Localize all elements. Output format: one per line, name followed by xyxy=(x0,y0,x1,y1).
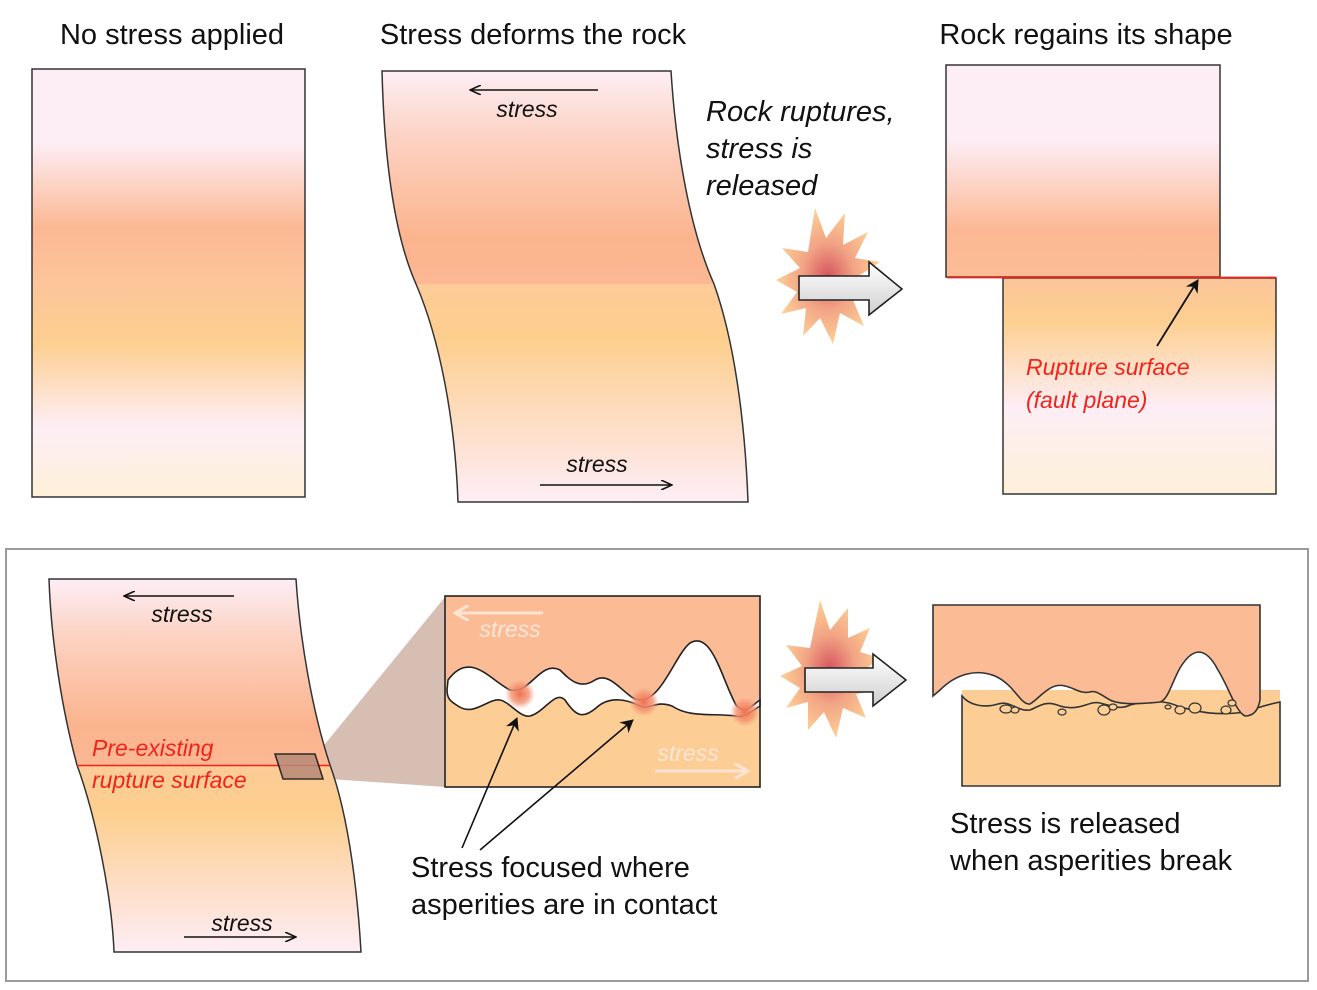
rupture-label-line-3: released xyxy=(706,170,818,202)
asperity-pointer-icon xyxy=(461,717,519,849)
stress-label-top: stress xyxy=(496,96,558,122)
rupture-label-line-2: stress is xyxy=(706,133,812,165)
offset-rock-upper xyxy=(945,64,1221,278)
contact-hotspot xyxy=(629,687,659,717)
step-deformed: Stress deforms the rock stress stress xyxy=(380,19,749,503)
step-regains-shape: Rock regains its shape Rupture surface (… xyxy=(939,19,1277,495)
offset-rock-lower xyxy=(1002,277,1277,495)
contact-hotspot xyxy=(730,697,760,727)
transition-arrow-icon xyxy=(804,652,908,708)
rock-debris xyxy=(999,699,1237,716)
broken-asperities: Stress is released when asperities break xyxy=(932,604,1281,877)
rupture-surface-label-2: (fault plane) xyxy=(1026,387,1147,413)
asperity-break-transition xyxy=(780,600,908,738)
preexisting-label-2: rupture surface xyxy=(92,767,247,793)
closeup-caption-2: asperities are in contact xyxy=(411,889,717,921)
break-caption-1: Stress is released xyxy=(950,808,1181,840)
step-deformed-title: Stress deforms the rock xyxy=(380,19,687,51)
transition-arrow-icon xyxy=(798,260,904,317)
closeup-region-box xyxy=(273,753,325,780)
contact-hotspot xyxy=(505,679,535,709)
closeup-frame xyxy=(444,595,761,788)
deformed-rock-lower xyxy=(416,284,748,502)
fault-rock-outline xyxy=(48,578,362,953)
deformed-rock-with-fault: stress Pre-existing rupture surface stre… xyxy=(48,578,362,953)
undeformed-rock-block xyxy=(31,68,306,498)
rupture-surface-label-1: Rupture surface xyxy=(1026,354,1190,380)
broken-upper-block xyxy=(932,604,1261,717)
zoom-wedge xyxy=(316,597,445,787)
asperity-panel-frame xyxy=(5,548,1309,982)
closeup-caption-1: Stress focused where xyxy=(411,852,690,884)
rupture-label-line-1: Rock ruptures, xyxy=(706,96,895,128)
deformed-rock-outline xyxy=(381,70,749,503)
step-no-stress-title: No stress applied xyxy=(60,19,284,51)
fault-plane-pointer-icon xyxy=(1156,279,1199,347)
closeup-stress-bottom: stress xyxy=(657,740,719,766)
step-regains-title: Rock regains its shape xyxy=(939,19,1232,51)
stress-label-bottom: stress xyxy=(211,910,273,936)
preexisting-label-1: Pre-existing xyxy=(92,735,214,761)
rupture-transition: Rock ruptures, stress is released xyxy=(706,96,904,344)
step-no-stress: No stress applied xyxy=(31,19,306,498)
break-caption-2: when asperities break xyxy=(949,845,1233,877)
stress-label-top: stress xyxy=(151,601,213,627)
closeup-stress-top: stress xyxy=(479,616,541,642)
asperity-closeup: stress stress Stress focused where asper… xyxy=(411,595,761,921)
asperity-pointer-icon xyxy=(479,719,634,851)
fault-rock-lower xyxy=(77,765,361,952)
fault-rock-upper xyxy=(49,579,330,765)
stress-label-bottom: stress xyxy=(566,451,628,477)
deformed-rock-upper xyxy=(382,71,714,284)
